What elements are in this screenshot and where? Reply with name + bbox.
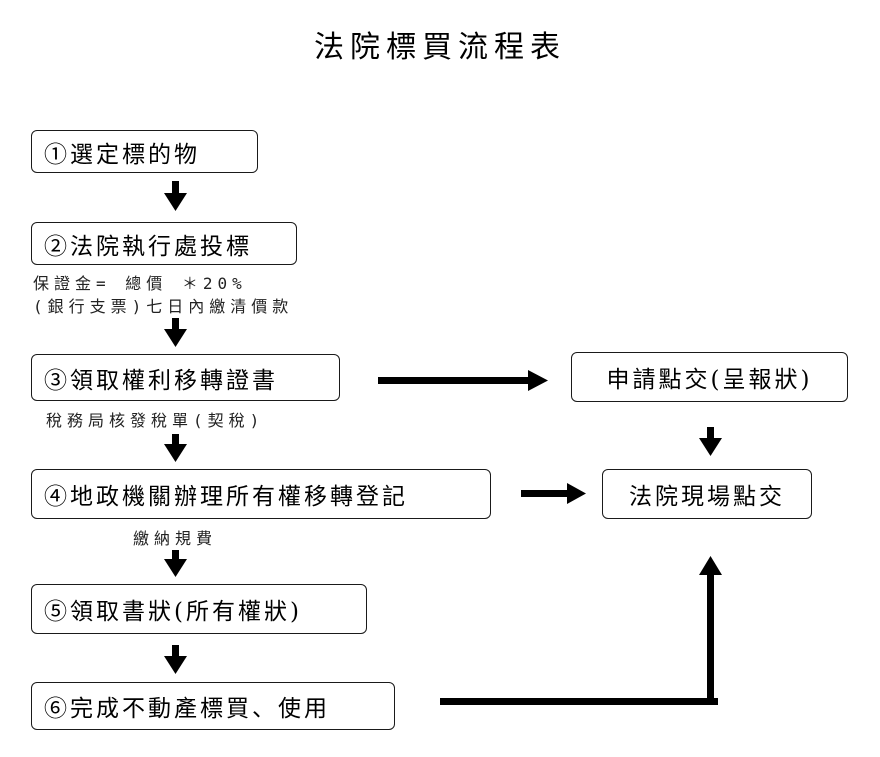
page-title: 法院標買流程表 <box>314 30 566 65</box>
step-3-transfer-certificate: ③領取權利移轉證書 <box>31 354 340 401</box>
arrow-down-apply-onsite <box>699 427 722 456</box>
onsite-handover-box: 法院現場點交 <box>602 469 812 519</box>
arrow-down-2-3 <box>164 318 187 347</box>
apply-handover-box: 申請點交(呈報狀) <box>571 352 848 402</box>
arrow-right-4-onsite <box>521 483 586 504</box>
arrow-down-4-5 <box>164 550 187 577</box>
step-6-complete-purchase: ⑥完成不動產標買、使用 <box>31 682 395 730</box>
step-1-select-target: ①選定標的物 <box>31 130 258 173</box>
arrow-right-3-apply <box>378 370 548 391</box>
arrow-down-1-2 <box>164 181 187 211</box>
arrow-down-5-6 <box>164 645 187 674</box>
onsite-handover-label: 法院現場點交 <box>629 484 785 510</box>
step-1-label: ①選定標的物 <box>44 141 200 168</box>
step-4-land-registration: ④地政機關辦理所有權移轉登記 <box>31 469 491 519</box>
note-fees: 繳納規費 <box>133 529 218 548</box>
step-3-label: ③領取權利移轉證書 <box>44 367 278 394</box>
apply-handover-label: 申請點交(呈報狀) <box>606 367 813 393</box>
arrow-down-3-4 <box>164 434 187 462</box>
step-5-label: ⑤領取書狀(所有權狀) <box>44 599 302 625</box>
arrow-elbow-6-onsite <box>440 556 722 705</box>
step-2-court-bid: ②法院執行處投標 <box>31 222 297 265</box>
step-6-label: ⑥完成不動產標買、使用 <box>44 696 330 722</box>
step-4-label: ④地政機關辦理所有權移轉登記 <box>44 484 408 510</box>
step-5-receive-deed: ⑤領取書狀(所有權狀) <box>31 584 367 634</box>
step-2-label: ②法院執行處投標 <box>44 233 252 260</box>
note-tax: 稅務局核發稅單(契稅) <box>46 411 265 430</box>
note-deposit-line2: (銀行支票)七日內繳清價款 <box>33 297 294 316</box>
note-deposit-line1: 保證金= 總價 ＊20% <box>33 274 247 293</box>
